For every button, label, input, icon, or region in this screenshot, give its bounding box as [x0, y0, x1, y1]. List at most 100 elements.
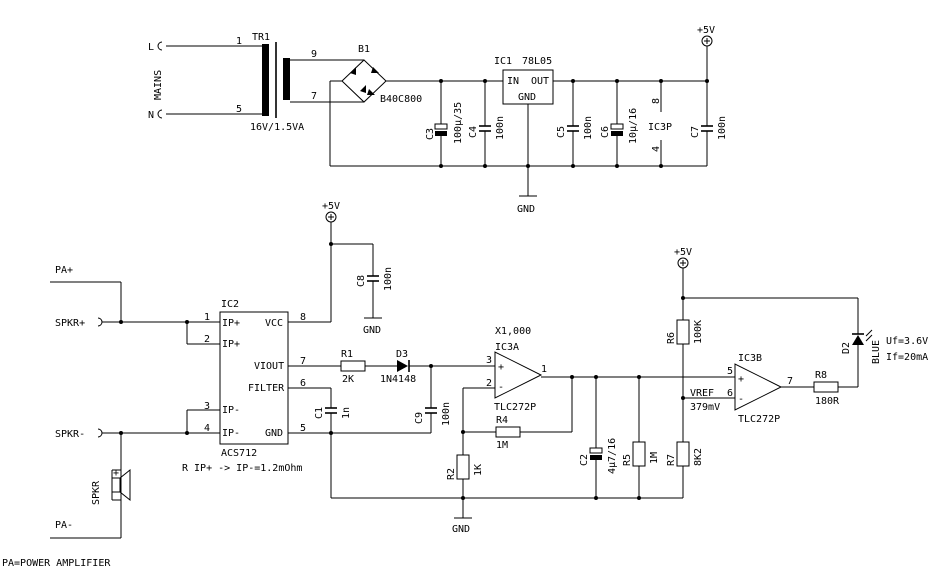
led-d2 — [852, 329, 873, 345]
ic3p-pin8: 8 — [651, 98, 662, 104]
ic1-gnd: GND — [518, 92, 536, 103]
current-sensor-ic2 — [219, 311, 289, 445]
pa-plus-label: PA+ — [55, 265, 73, 276]
amp-gnd-label: GND — [452, 524, 470, 535]
sensor-gnd-label: GND — [363, 325, 381, 336]
c3-label: C3 — [425, 128, 436, 140]
ic3b-plus: + — [738, 374, 744, 385]
ic2-type: ACS712 — [221, 448, 257, 459]
tr1-pin1: 1 — [236, 36, 242, 47]
opamp-ic3a — [494, 351, 543, 399]
ic2-gnd: GND — [265, 428, 283, 439]
resistor-r6 — [676, 319, 690, 345]
r7-value: 8K2 — [693, 448, 704, 466]
c9-value: 100n — [441, 402, 452, 426]
diode-d3 — [397, 360, 410, 372]
resistor-r1 — [340, 360, 366, 372]
ic3b-label: IC3B — [738, 353, 762, 364]
tr1-pin5: 5 — [236, 104, 242, 115]
ic2-pin3: 3 — [204, 401, 210, 412]
spkr-minus-label: SPKR- — [55, 429, 85, 440]
ic3b-pin6: 6 — [727, 388, 733, 399]
capacitor-c6 — [610, 81, 624, 166]
r4-value: 1M — [496, 440, 508, 451]
ic3a-pin1: 1 — [541, 364, 547, 375]
if-label: If=20mA — [886, 352, 928, 363]
ic3b-type: TLC272P — [738, 414, 780, 425]
ic3b-minus: - — [738, 394, 744, 405]
ic2-vcc: VCC — [265, 318, 283, 329]
c4-value: 100n — [495, 116, 506, 140]
ic1-out: OUT — [531, 76, 549, 87]
c8-value: 100n — [383, 267, 394, 291]
tr1-label: TR1 — [252, 32, 270, 43]
r2-label: R2 — [446, 468, 457, 480]
gain-label: X1,000 — [495, 326, 531, 337]
d2-color: BLUE — [871, 340, 882, 364]
ic1-type: 78L05 — [522, 56, 552, 67]
ic2-pin1: 1 — [204, 312, 210, 323]
ic2-pin8: 8 — [300, 312, 306, 323]
spkr-plus-terminal — [97, 317, 103, 327]
r8-value: 180R — [815, 396, 840, 407]
c8-label: C8 — [356, 275, 367, 287]
resistor-r8 — [813, 381, 839, 393]
ic2-viout: VIOUT — [254, 361, 284, 372]
ic2-pin5: 5 — [300, 423, 306, 434]
ic2-pin6: 6 — [300, 378, 306, 389]
mains-l-label: L — [148, 42, 154, 53]
r8-label: R8 — [815, 370, 827, 381]
opamp-ic3b — [734, 363, 783, 411]
capacitor-c8 — [364, 244, 382, 319]
r1-label: R1 — [341, 349, 353, 360]
footer-note: PA=POWER AMPLIFIER — [2, 558, 111, 569]
c7-value: 100n — [717, 116, 728, 140]
resistance-note: R IP+ -> IP-=1.2mOhm — [182, 463, 302, 474]
ic2-label: IC2 — [221, 299, 239, 310]
c2-value: 4µ7/16 — [607, 438, 618, 474]
mains-label: MAINS — [153, 70, 164, 100]
ic3b-pin5: 5 — [727, 366, 733, 377]
ic3p-label: IC3P — [648, 122, 672, 133]
ic3a-pin2: 2 — [486, 378, 492, 389]
transformer-tr1 — [262, 42, 290, 118]
c9-label: C9 — [414, 412, 425, 424]
resistor-r4 — [495, 426, 521, 438]
ic3a-label: IC3A — [495, 342, 519, 353]
regulator-ic1 — [502, 69, 554, 105]
comparator-section: +5V R6 100K VREF 379mV R7 8K2 IC3B + - 5… — [666, 247, 928, 498]
ic2-pin7: 7 — [300, 356, 306, 367]
ic2-filter: FILTER — [248, 383, 285, 394]
comp-vcc-label: +5V — [674, 247, 692, 258]
r2-value: 1K — [473, 464, 484, 476]
capacitor-c4 — [479, 81, 491, 166]
speaker-plus-sign: + — [113, 468, 119, 479]
ic2-pin4: 4 — [204, 423, 210, 434]
sensor-vcc-label: +5V — [322, 201, 340, 212]
ic2-ip1: IP+ — [222, 318, 240, 329]
c6-label: C6 — [600, 126, 611, 138]
pa-minus-label: PA- — [55, 520, 73, 531]
resistor-r7 — [676, 441, 690, 467]
ic3a-minus: - — [498, 382, 504, 393]
tr1-pin7: 7 — [311, 91, 317, 102]
r4-label: R4 — [496, 415, 508, 426]
current-sensor-section: +5V C8 100n GND PA+ SPKR+ SPKR- PA- — [2, 201, 495, 569]
tr1-rating: 16V/1.5VA — [250, 122, 304, 133]
r6-label: R6 — [666, 332, 677, 344]
vref-label: VREF — [690, 388, 714, 399]
r7-label: R7 — [666, 454, 677, 466]
vref-value: 379mV — [690, 402, 720, 413]
mains-n-terminal — [157, 109, 163, 119]
ic1-label: IC1 — [494, 56, 512, 67]
ic3b-pin7: 7 — [787, 376, 793, 387]
spkr-plus-label: SPKR+ — [55, 318, 85, 329]
amplifier-section: X1,000 IC3A + - 3 2 1 TLC272P R4 1M R2 1… — [331, 326, 735, 535]
c4-label: C4 — [468, 126, 479, 138]
r6-value: 100K — [693, 320, 704, 344]
ic3p-pin4: 4 — [651, 146, 662, 152]
ic2-ipm1: IP- — [222, 405, 240, 416]
capacitor-c7 — [701, 81, 713, 166]
c2-label: C2 — [579, 454, 590, 466]
